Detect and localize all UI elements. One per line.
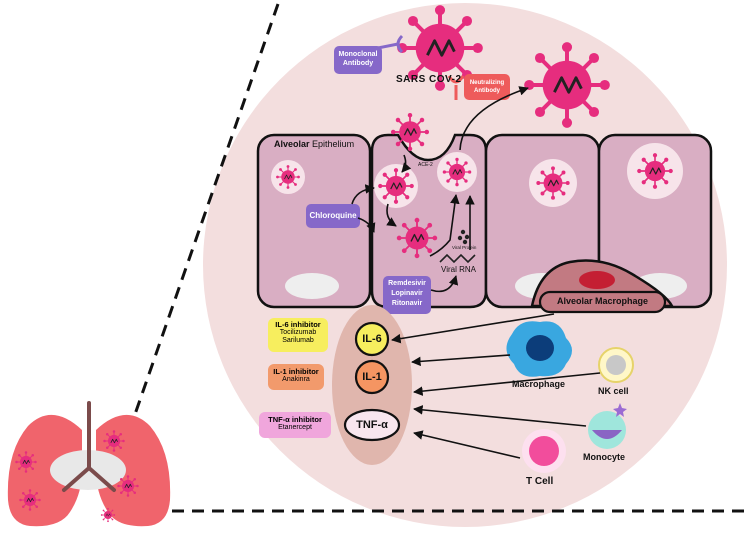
ritonavir-line: Ritonavir [391, 300, 423, 307]
viral-rna-label: Viral RNA [441, 265, 476, 274]
neutralizing-antibody-box [464, 74, 510, 100]
alveolar-macrophage-label: Alveolar Macrophage [556, 296, 649, 306]
antibody-label-line: Antibody [474, 88, 500, 94]
neutralizing-antibody-label: Neutralizing Antibody [464, 79, 510, 95]
remdesivir-line: Remdesivir [388, 280, 426, 287]
il1-node [354, 359, 390, 395]
viral-protein-icon [457, 229, 470, 245]
il1-label: IL-1 [362, 371, 382, 383]
monocyte-icon [588, 403, 627, 449]
antibody-label-line: Antibody [342, 60, 374, 67]
viral-protein-label: Viral Protein [452, 245, 477, 250]
tnf-label: TNF-α [356, 419, 388, 431]
anakinra-label: Anakinra [282, 376, 310, 384]
ace2-label: ACE-2 [418, 162, 433, 168]
t-cell-label: T Cell [526, 476, 554, 487]
il1-inhibitor-title: IL-1 inhibitor [273, 367, 319, 376]
tnf-node [343, 408, 401, 442]
monoclonal-antibody-icon [377, 34, 404, 54]
il6-inhibitor-box: IL-6 inhibitor Tocilizumab Sarilumab [268, 318, 328, 352]
neutralizing-label-line: Neutralizing [469, 80, 505, 86]
monoclonal-label-line: Monoclonal [338, 51, 378, 58]
il6-node [354, 321, 390, 357]
monocyte-label: Monocyte [583, 452, 626, 462]
remdesivir-label: Remdesivir Lopinavir Ritonavir [383, 279, 431, 309]
viral-rna-icon [439, 253, 476, 264]
uncoating-virus [395, 216, 439, 260]
il6-label: IL-6 [362, 333, 382, 345]
endosome-virus [374, 164, 418, 208]
endosome-virus [271, 160, 305, 194]
nucleus [285, 273, 339, 299]
nk-cell-icon [598, 347, 634, 383]
endosome-virus [437, 152, 477, 192]
macrophage-nucleus [579, 271, 615, 289]
etanercept-label: Etanercept [278, 424, 312, 432]
monoclonal-antibody-label: Monoclonal Antibody [334, 50, 382, 68]
alveolar-epithelium-label: Alveolar Epithelium [274, 139, 354, 149]
chloroquine-box [306, 204, 360, 228]
endosome-virus [627, 143, 683, 199]
macrophage-icon [506, 321, 572, 377]
alveolar-macrophage-label-bg [538, 290, 667, 314]
virus-entering-icon [390, 112, 430, 152]
endosome-virus [529, 159, 577, 207]
sars-cov2-label: SARS COV-2 [396, 74, 462, 85]
il1-inhibitor-box: IL-1 inhibitor Anakinra [268, 364, 324, 390]
nk-cell-label: NK cell [598, 386, 629, 396]
released-virus-icon [522, 40, 612, 130]
neutralizing-antibody-icon [447, 75, 465, 100]
alveolar-word: Alveolar [274, 139, 310, 149]
sarilumab-label: Sarilumab [282, 336, 314, 344]
lopinavir-line: Lopinavir [391, 290, 423, 297]
tocilizumab-label: Tocilizumab [279, 329, 317, 337]
t-cell-icon [522, 429, 566, 473]
dashed-divider-diagonal [131, 3, 280, 421]
il6-inhibitor-title: IL-6 inhibitor [275, 320, 321, 329]
epithelium-word: Epithelium [312, 139, 355, 149]
tnf-inhibitor-box: TNF-α inhibitor Etanercept [259, 412, 331, 438]
remdesivir-box [383, 276, 431, 314]
tnf-inhibitor-title: TNF-α inhibitor [268, 415, 322, 424]
monoclonal-antibody-box [334, 46, 382, 74]
macrophage-label: Macrophage [512, 379, 566, 389]
lungs-icon [7, 401, 171, 527]
chloroquine-label: Chloroquine [309, 211, 357, 220]
